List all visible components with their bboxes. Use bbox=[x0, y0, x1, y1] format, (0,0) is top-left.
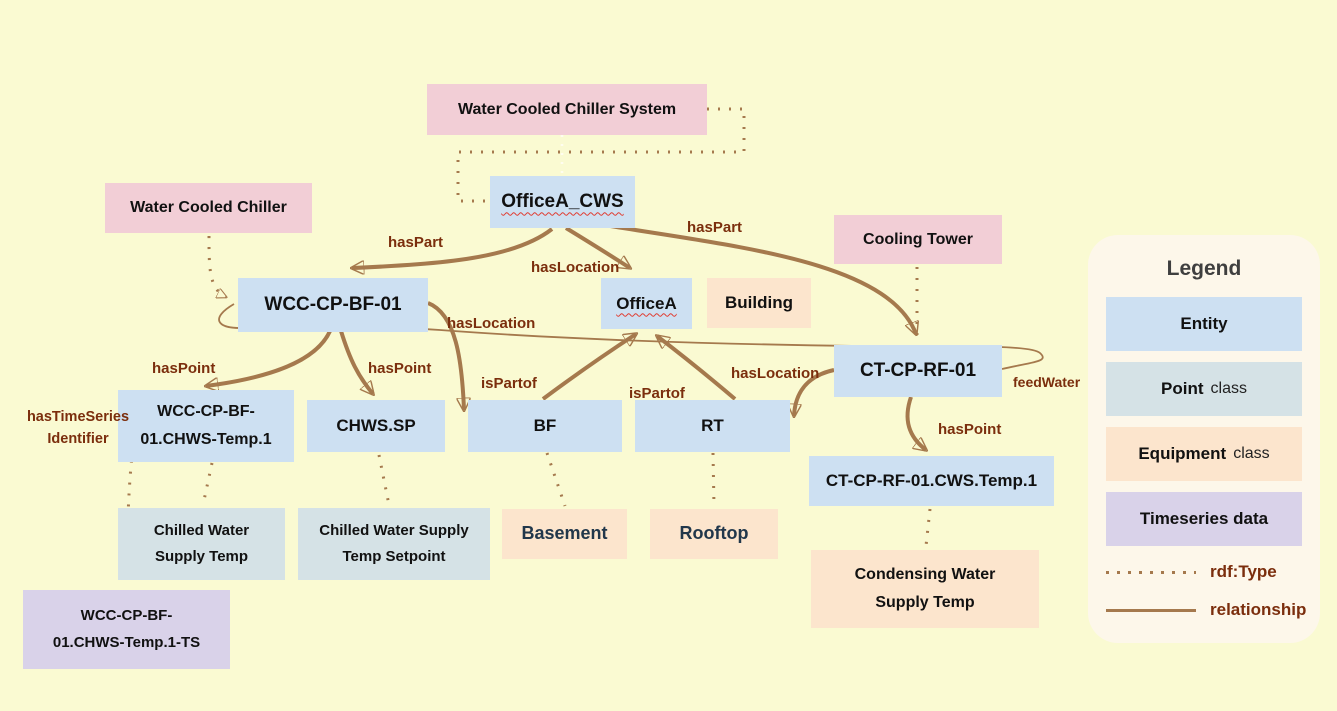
edge-haslocation-ctcprf01-rt bbox=[794, 368, 835, 416]
legend-timeseries-swatch: Timeseries data bbox=[1106, 492, 1302, 546]
legend-equipment-label-rest: class bbox=[1233, 445, 1270, 462]
node-chilled-water-supply-temp-setpoint-class: Chilled Water Supply Temp Setpoint bbox=[298, 508, 490, 580]
legend-rdftype-label: rdf:Type bbox=[1210, 562, 1277, 581]
edge-rdftype-rt-rooftop bbox=[711, 452, 716, 507]
node-chws-sp: CHWS.SP bbox=[307, 400, 445, 452]
node-rooftop-class: Rooftop bbox=[650, 509, 778, 559]
edge-label-haspoint-right: hasPoint bbox=[938, 421, 1002, 438]
legend-point-label-bold: Point bbox=[1161, 379, 1204, 398]
edge-haspoint-wcccpbf01-chwssp bbox=[339, 330, 373, 394]
node-basement-class: Basement bbox=[502, 509, 627, 559]
edge-haspoint-wcccpbf01-temppoint bbox=[206, 330, 332, 386]
legend-relationship-label: relationship bbox=[1210, 600, 1307, 619]
edge-label-haspart-left: hasPart bbox=[388, 234, 444, 251]
node-timeseries: WCC-CP-BF-01.CHWS-Temp.1-TS bbox=[23, 590, 230, 669]
edge-haspart-officeacws-wcccpbf01 bbox=[352, 227, 554, 268]
edge-rdftype-wccs-officeacws bbox=[456, 107, 746, 203]
legend-entity-swatch: Entity bbox=[1106, 297, 1302, 351]
node-cooling-tower-class: Cooling Tower bbox=[834, 215, 1002, 264]
legend-title: Legend bbox=[1166, 257, 1242, 280]
edge-label-haslocation-center: hasLocation bbox=[531, 259, 620, 276]
legend-point-class-swatch: Point class bbox=[1106, 362, 1302, 416]
legend-entity-label: Entity bbox=[1180, 314, 1228, 333]
legend-panel: Legend Entity Point class Equipment clas… bbox=[1088, 235, 1320, 643]
edge-haspoint-ctcprf01-cttemppoint bbox=[905, 396, 926, 450]
edge-label-hastimeseries-line1: hasTimeSeries bbox=[26, 409, 130, 425]
node-water-cooled-chiller-class: Water Cooled Chiller bbox=[105, 183, 312, 233]
edge-label-hastimeseries-line2: Identifier bbox=[47, 431, 109, 448]
edge-rdftype-wcctemppoint-class bbox=[201, 462, 214, 506]
edge-rdftype-cttemppoint-class bbox=[924, 508, 932, 547]
node-wcc-cp-bf-01: WCC-CP-BF-01 bbox=[238, 278, 428, 332]
node-officea-cws-label: OfficeA_CWS bbox=[501, 191, 624, 213]
legend-equipment-label-bold: Equipment bbox=[1138, 444, 1227, 463]
node-chilled-water-supply-temp-class: Chilled Water Supply Temp bbox=[118, 508, 285, 580]
node-building-class: Building bbox=[707, 278, 811, 328]
node-ct-cp-rf-01: CT-CP-RF-01 bbox=[834, 345, 1002, 397]
edge-label-ispartof-left: isPartof bbox=[481, 375, 537, 392]
node-bf: BF bbox=[468, 400, 622, 452]
legend-rdftype-row: rdf:Type bbox=[1106, 560, 1302, 584]
edge-label-feedwater: feedWater bbox=[1013, 374, 1081, 390]
solid-line-sample bbox=[1106, 608, 1196, 612]
edge-ispartof-bf-officea bbox=[541, 334, 636, 401]
legend-relationship-row: relationship bbox=[1106, 598, 1306, 622]
node-officea-cws: OfficeA_CWS bbox=[490, 176, 635, 228]
edge-label-haspoint-center: hasPoint bbox=[368, 360, 432, 377]
node-rt: RT bbox=[635, 400, 790, 452]
legend-timeseries-label: Timeseries data bbox=[1139, 509, 1269, 528]
edge-label-haspoint-left: hasPoint bbox=[152, 360, 216, 377]
node-wcc-temp-point: WCC-CP-BF-01.CHWS-Temp.1 bbox=[118, 390, 294, 462]
dotted-line-sample bbox=[1106, 570, 1196, 574]
edge-haslocation-officeacws-officea bbox=[564, 226, 630, 268]
edge-haslocation-wcccpbf01-bf bbox=[427, 301, 464, 410]
node-officea-label: OfficeA bbox=[616, 293, 677, 313]
edge-rdftype-wcc-wcccpbf01 bbox=[207, 235, 226, 297]
node-ct-temp-point: CT-CP-RF-01.CWS.Temp.1 bbox=[809, 456, 1054, 506]
node-officea: OfficeA bbox=[601, 278, 692, 329]
edge-label-haspart-right: hasPart bbox=[687, 219, 743, 236]
edge-rdftype-chwssp-class bbox=[377, 454, 391, 506]
edge-label-hastimeseries-identifier: hasTimeSeries Identifier bbox=[18, 406, 138, 451]
legend-equipment-class-swatch: Equipment class bbox=[1106, 427, 1302, 481]
edge-haspart-officeacws-ctcprf01 bbox=[597, 222, 916, 334]
edge-rdftype-bf-basement bbox=[545, 452, 567, 507]
node-water-cooled-chiller-system-class: Water Cooled Chiller System bbox=[427, 84, 707, 135]
node-condensing-water-supply-temp-class: Condensing Water Supply Temp bbox=[811, 550, 1039, 628]
edge-label-ispartof-right: isPartof bbox=[629, 385, 685, 402]
edge-label-haslocation-right: hasLocation bbox=[731, 365, 820, 382]
legend-point-label-rest: class bbox=[1210, 380, 1247, 397]
edge-label-haslocation-left: hasLocation bbox=[447, 315, 536, 332]
